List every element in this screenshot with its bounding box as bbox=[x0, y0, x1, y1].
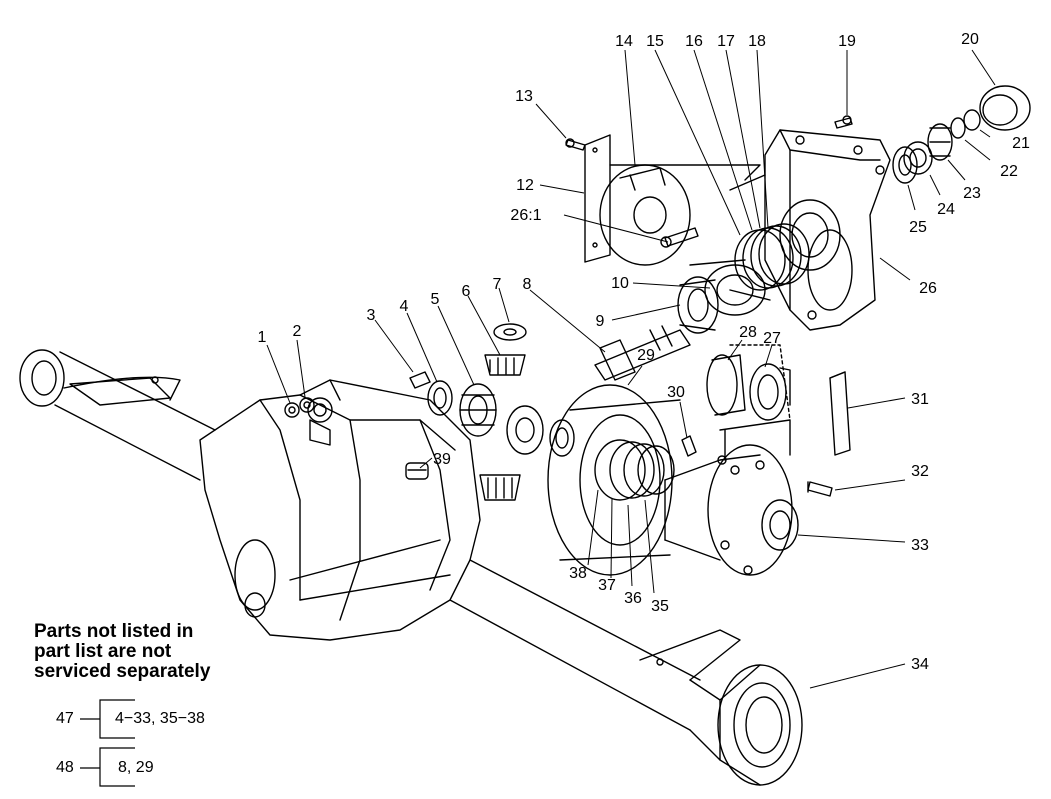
kit-47-number: 47 bbox=[56, 710, 74, 727]
part-12-gasket bbox=[584, 134, 611, 263]
service-note-line-1: Parts not listed in bbox=[34, 621, 194, 642]
callout-31: 31 bbox=[911, 391, 929, 408]
callout-12: 12 bbox=[516, 177, 534, 194]
part-21-snap-ring bbox=[963, 109, 981, 131]
callout-38: 38 bbox=[569, 565, 587, 582]
callout-17: 17 bbox=[717, 33, 735, 50]
callout-19: 19 bbox=[838, 33, 856, 50]
callout-23: 23 bbox=[963, 185, 981, 202]
part-31-shaft bbox=[829, 371, 851, 456]
kit-48-number: 48 bbox=[56, 759, 74, 776]
callout-26: 26 bbox=[919, 280, 937, 297]
callout-22: 22 bbox=[1000, 163, 1018, 180]
callout-7: 7 bbox=[493, 276, 502, 293]
part-28-bearing-cone bbox=[706, 354, 746, 416]
callout-1: 1 bbox=[258, 329, 267, 346]
service-note: Parts not listed in part list are not se… bbox=[34, 622, 210, 682]
part-19-screw bbox=[834, 115, 853, 129]
service-note-line-2: part list are not bbox=[34, 641, 172, 662]
callout-4: 4 bbox=[400, 298, 409, 315]
axle-tube-left bbox=[19, 349, 216, 481]
part-6-spider-gear bbox=[484, 354, 526, 376]
callout-16: 16 bbox=[685, 33, 703, 50]
part-26-1-bolt bbox=[660, 227, 699, 248]
part-20-cap bbox=[979, 85, 1031, 131]
differential-housing bbox=[199, 379, 481, 641]
part-9-bearing bbox=[677, 276, 719, 334]
callout-28: 28 bbox=[739, 324, 757, 341]
part-1-nut bbox=[284, 402, 300, 418]
kit-brackets bbox=[80, 699, 135, 787]
spider-gear-lower bbox=[479, 474, 521, 501]
part-33-differential-carrier bbox=[664, 419, 799, 576]
callout-30: 30 bbox=[667, 384, 685, 401]
part-25-seal bbox=[892, 146, 918, 184]
callout-34: 34 bbox=[911, 656, 929, 673]
callout-24: 24 bbox=[937, 201, 955, 218]
callout-39: 39 bbox=[433, 451, 451, 468]
callout-14: 14 bbox=[615, 33, 633, 50]
callout-27: 27 bbox=[763, 330, 781, 347]
callout-2: 2 bbox=[293, 323, 302, 340]
callout-15: 15 bbox=[646, 33, 664, 50]
part-13-screw bbox=[565, 138, 586, 151]
callout-25: 25 bbox=[909, 219, 927, 236]
callout-35: 35 bbox=[651, 598, 669, 615]
callout-36: 36 bbox=[624, 590, 642, 607]
part-3-pin bbox=[409, 371, 431, 389]
part-23-gear bbox=[927, 123, 953, 161]
callout-20: 20 bbox=[961, 31, 979, 48]
part-22-ring bbox=[950, 117, 966, 139]
callout-29: 29 bbox=[637, 347, 655, 364]
kit-47-parts: 4−33, 35−38 bbox=[115, 710, 205, 727]
part-32-bolt bbox=[807, 481, 833, 497]
callout-26-1: 26:1 bbox=[510, 207, 541, 224]
parts-15-18-shims bbox=[734, 223, 810, 291]
callout-3: 3 bbox=[367, 307, 376, 324]
part-7-washer bbox=[493, 323, 527, 341]
callout-13: 13 bbox=[515, 88, 533, 105]
callout-37: 37 bbox=[598, 577, 616, 594]
callout-32: 32 bbox=[911, 463, 929, 480]
callout-labels: 1 2 3 4 5 6 7 8 9 10 12 13 14 15 16 17 1… bbox=[258, 31, 1030, 673]
leader-lines bbox=[266, 49, 996, 689]
part-39-plug bbox=[405, 462, 429, 480]
part-30-pin bbox=[681, 435, 697, 457]
callout-18: 18 bbox=[748, 33, 766, 50]
callout-9: 9 bbox=[596, 313, 605, 330]
callout-6: 6 bbox=[462, 283, 471, 300]
part-4-thrust-washer bbox=[427, 380, 453, 416]
kit-48-parts: 8, 29 bbox=[118, 759, 154, 776]
part-26-gear-case bbox=[729, 129, 891, 331]
callout-10: 10 bbox=[611, 275, 629, 292]
part-29-ring-gear bbox=[547, 384, 681, 576]
part-2-lockwasher bbox=[299, 397, 315, 413]
callout-5: 5 bbox=[431, 291, 440, 308]
axle-tube-right bbox=[449, 559, 803, 786]
callout-8: 8 bbox=[523, 276, 532, 293]
service-note-line-3: serviced separately bbox=[34, 661, 211, 682]
part-5-side-gear bbox=[459, 383, 497, 437]
parts-35-38-bearing-shims bbox=[594, 439, 675, 501]
part-24-bearing bbox=[903, 141, 933, 175]
callout-33: 33 bbox=[911, 537, 929, 554]
side-gear-right bbox=[506, 405, 575, 457]
callout-21: 21 bbox=[1012, 135, 1030, 152]
part-8-pinion-shaft bbox=[594, 325, 691, 381]
